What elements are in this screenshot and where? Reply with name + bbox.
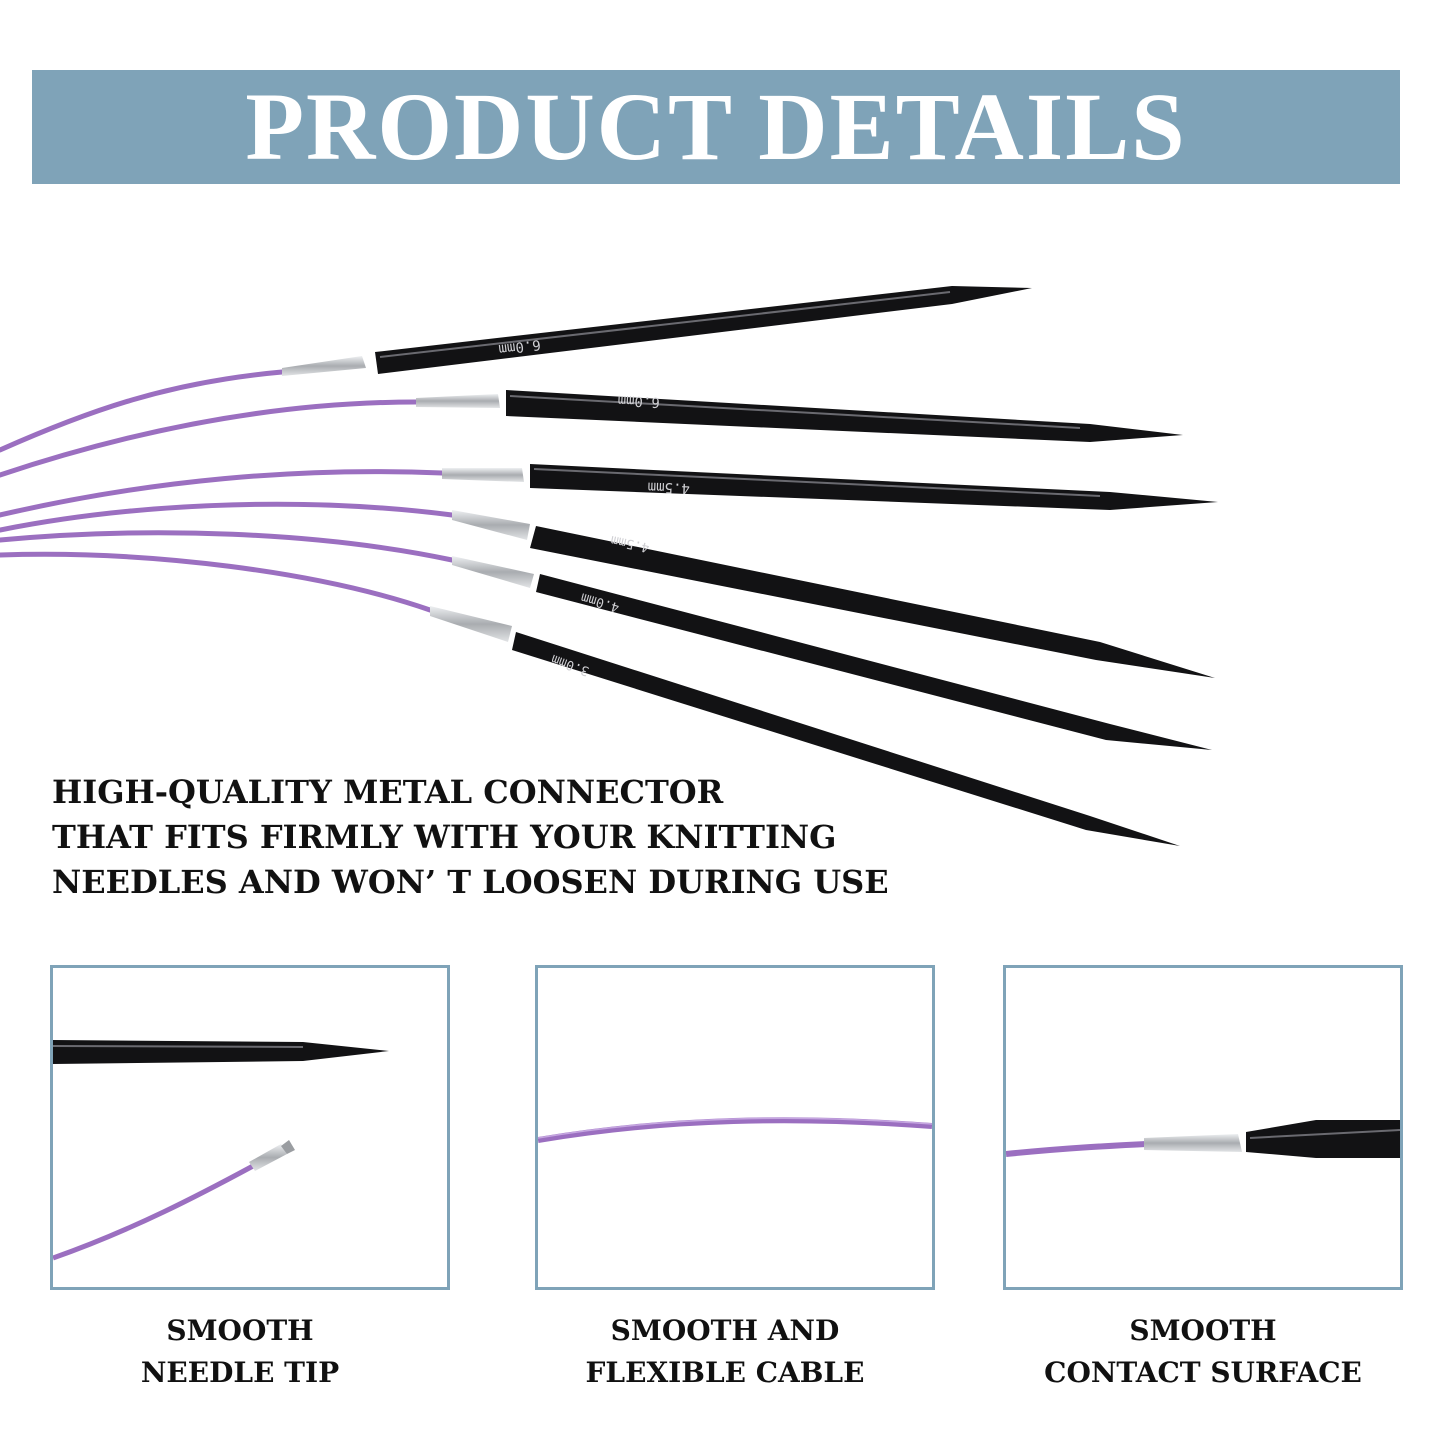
connector-description: HIGH-QUALITY METAL CONNECTOR THAT FITS F… <box>52 773 889 901</box>
needle-label-2: 6.0mm <box>617 392 660 410</box>
feature-panel-needle-tip <box>50 965 450 1290</box>
page-title: PRODUCT DETAILS <box>245 73 1187 180</box>
feature-panel-contact-surface <box>1003 965 1403 1290</box>
needle-1: 6.0mm <box>282 286 1032 376</box>
caption-flexible-cable: SMOOTH AND FLEXIBLE CABLE <box>585 1314 865 1389</box>
contact-surface-image <box>1006 1120 1400 1158</box>
connector-1 <box>282 356 366 376</box>
needle-5: 4.0mm <box>452 556 1212 750</box>
connector-5 <box>452 556 534 588</box>
needle-label-3: 4.5mm <box>647 479 690 496</box>
needle-2: 6.0mm <box>416 390 1183 442</box>
connector-6 <box>430 606 512 642</box>
needle-3: 4.5mm <box>442 464 1218 510</box>
cable-4 <box>0 501 455 533</box>
header-banner: PRODUCT DETAILS <box>32 70 1400 184</box>
cable-2 <box>0 399 419 478</box>
needle-tip-image <box>53 1040 389 1261</box>
cable-1 <box>0 369 285 453</box>
connector-4 <box>452 510 530 540</box>
cable-3 <box>0 469 445 518</box>
needle-label-1: 6.0mm <box>498 336 542 357</box>
cable-6 <box>0 551 433 613</box>
caption-contact-surface: SMOOTH CONTACT SURFACE <box>1044 1314 1362 1389</box>
needles-illustration: 6.0mm 6.0mm 4.5mm 4.5mm 4.0mm <box>0 270 1445 870</box>
needles-svg: 6.0mm 6.0mm 4.5mm 4.5mm 4.0mm <box>0 286 1218 846</box>
caption-needle-tip: SMOOTH NEEDLE TIP <box>140 1314 340 1389</box>
connector-3 <box>442 468 524 482</box>
connector-2 <box>416 394 500 408</box>
feature-panel-cable <box>535 965 935 1290</box>
cables <box>0 369 455 613</box>
cable-5 <box>0 530 455 563</box>
cable-image <box>538 1117 932 1143</box>
